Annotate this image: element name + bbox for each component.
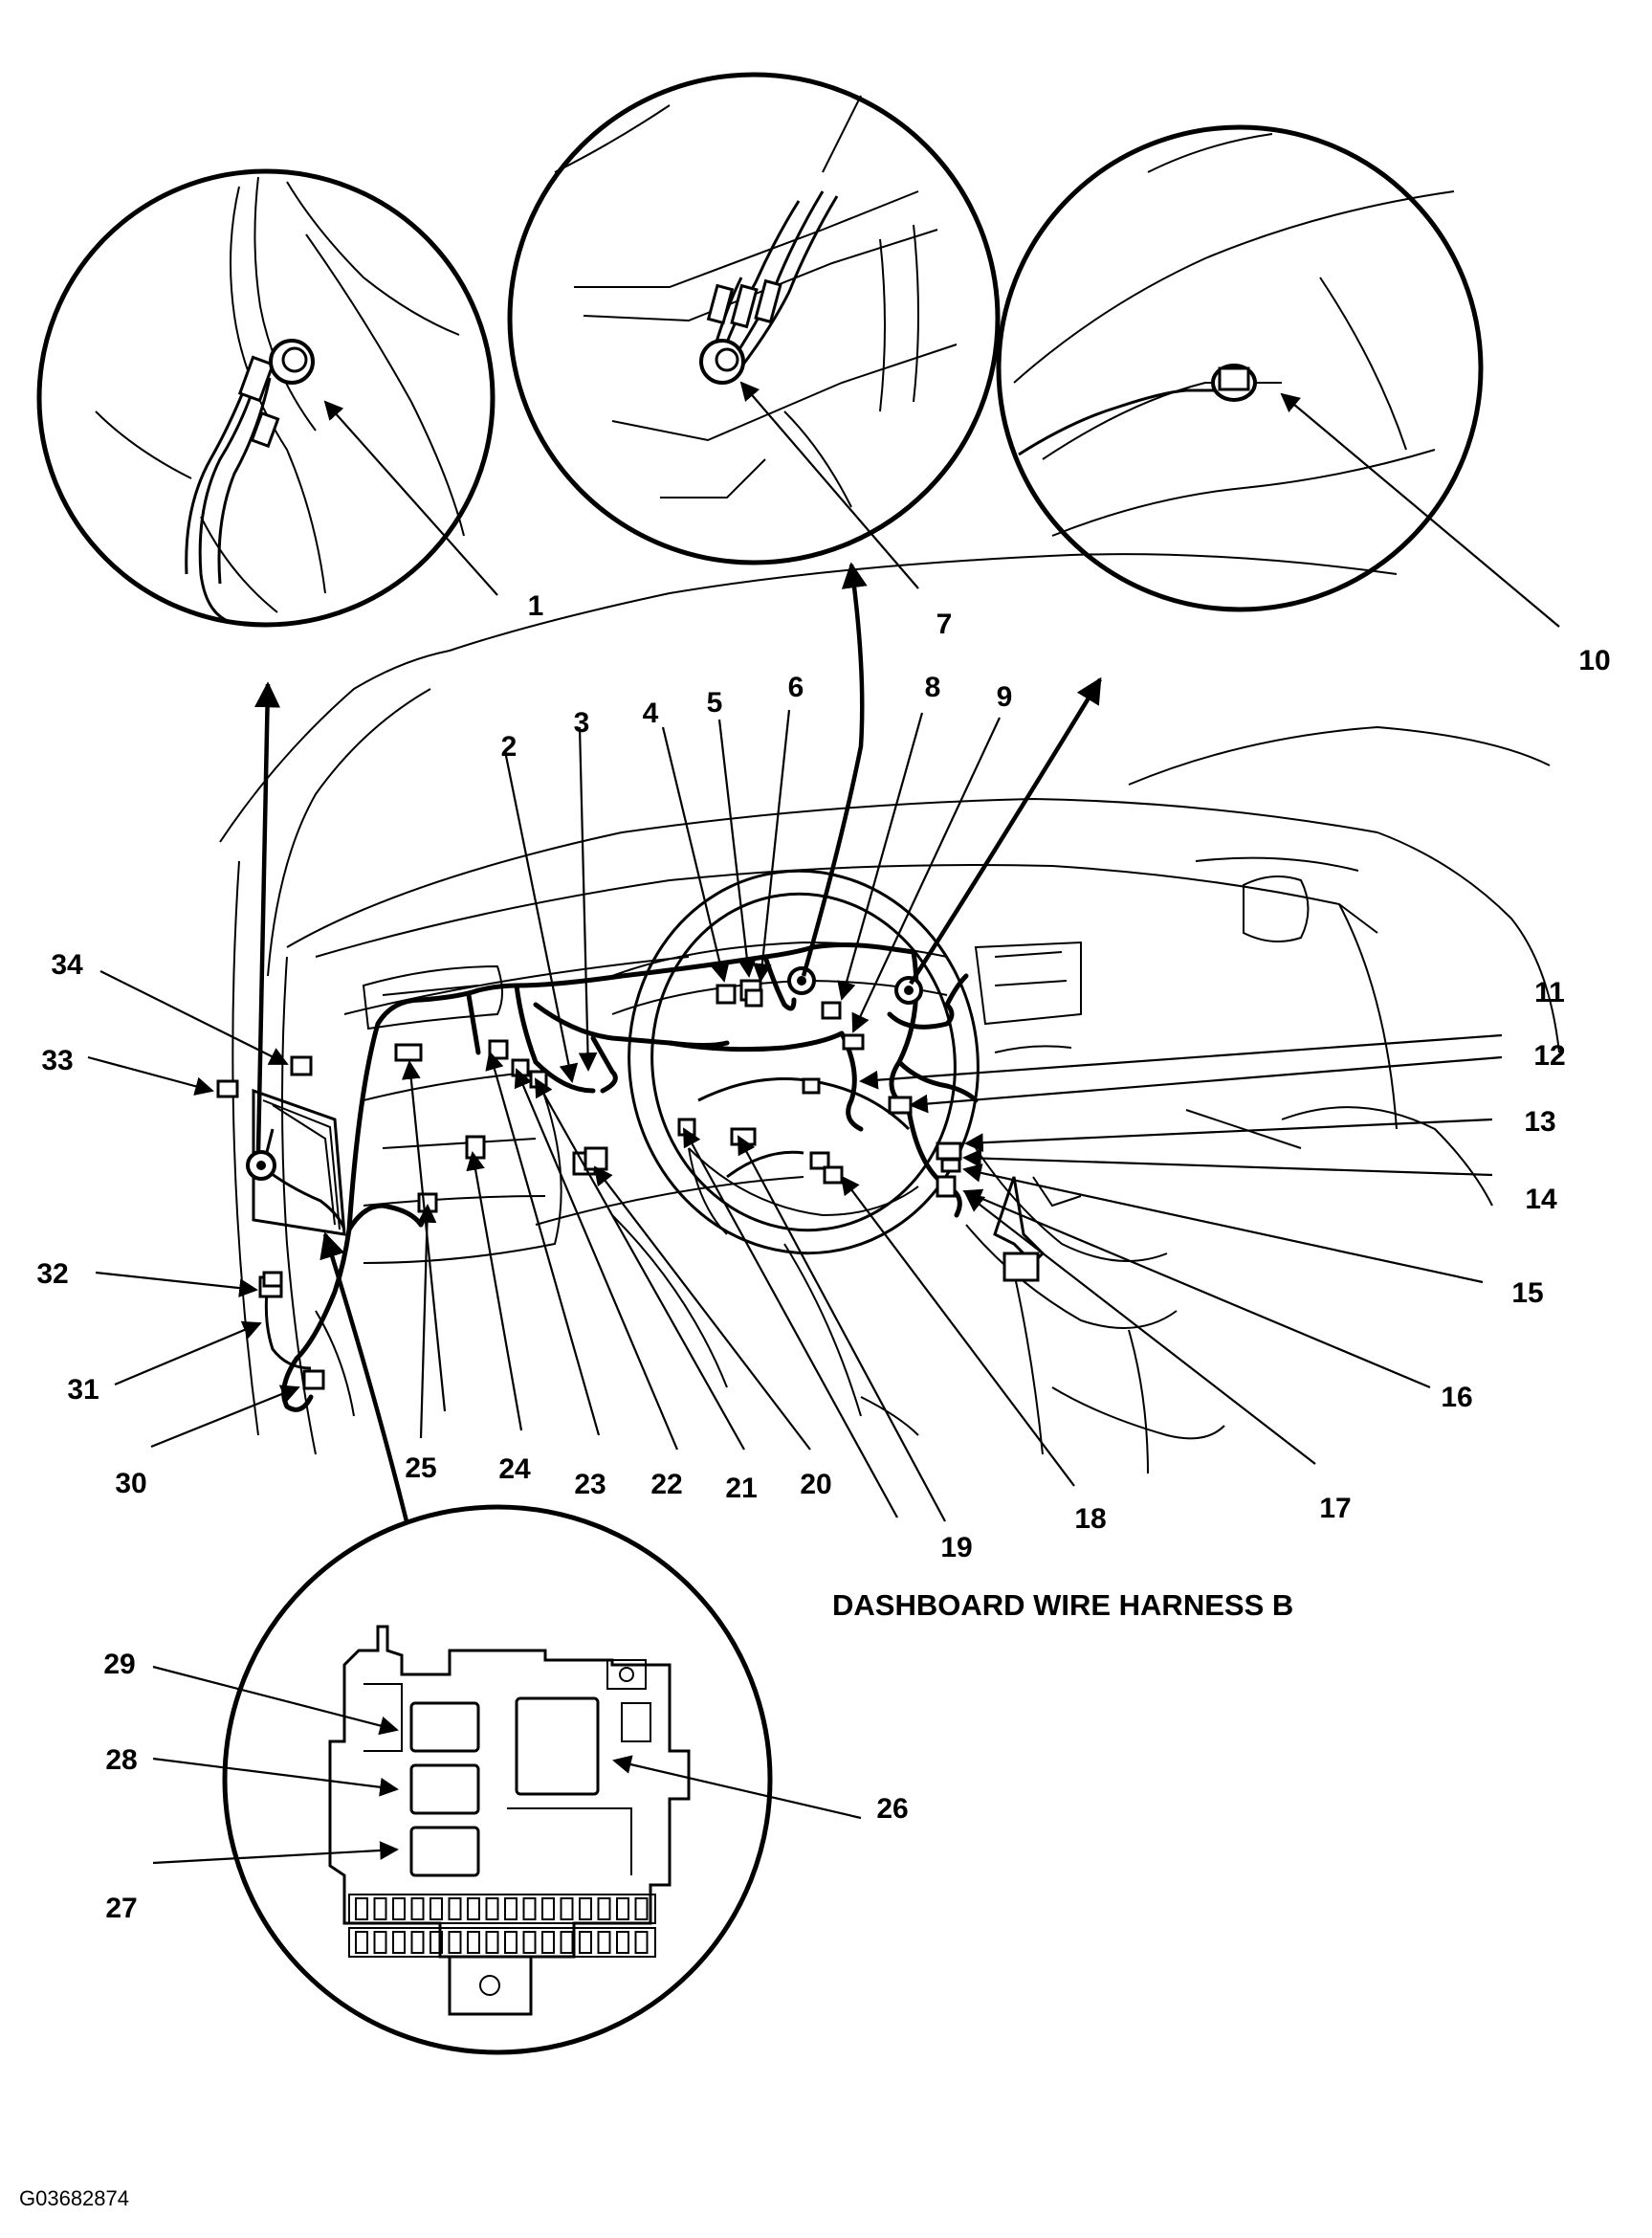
- callout-33: 33: [41, 1045, 73, 1076]
- callout-15: 15: [1511, 1277, 1543, 1309]
- callout-8: 8: [925, 672, 941, 703]
- callout-25: 25: [405, 1452, 436, 1484]
- fuse-slot: [467, 1931, 480, 1954]
- callout-1: 1: [528, 590, 544, 622]
- fuse-relay-box: [328, 1625, 691, 2016]
- callout-5: 5: [707, 687, 723, 719]
- leader-lines: [87, 381, 1560, 1865]
- callout-7: 7: [936, 609, 953, 640]
- callout-17: 17: [1319, 1493, 1351, 1524]
- fuse-slot: [467, 1897, 480, 1920]
- callout-26: 26: [876, 1793, 908, 1825]
- callout-29: 29: [103, 1649, 135, 1680]
- fuse-slot: [616, 1897, 629, 1920]
- fuse-slot: [485, 1931, 499, 1954]
- fuse-slot: [430, 1897, 443, 1920]
- callout-28: 28: [105, 1744, 137, 1776]
- fuse-slot: [634, 1931, 649, 1954]
- callout-24: 24: [498, 1453, 531, 1485]
- fuse-slot: [504, 1897, 518, 1920]
- detail-arrows: [254, 562, 1102, 1522]
- callout-23: 23: [574, 1469, 606, 1500]
- fuse-slot: [541, 1931, 555, 1954]
- callout-32: 32: [36, 1258, 68, 1290]
- callout-16: 16: [1441, 1382, 1472, 1413]
- fuse-slot: [485, 1897, 499, 1920]
- fuse-slot: [541, 1897, 555, 1920]
- shift-lever: [993, 1176, 1046, 1282]
- fuse-slot: [597, 1897, 611, 1920]
- callout-9: 9: [997, 681, 1013, 713]
- fuse-slot: [579, 1931, 592, 1954]
- callout-4: 4: [643, 698, 659, 729]
- callout-12: 12: [1533, 1040, 1565, 1072]
- dashboard-wire-harness-b: [281, 942, 979, 1412]
- fuse-slot: [560, 1931, 574, 1954]
- callout-6: 6: [788, 672, 804, 703]
- detail-circle-fusebox: [222, 1504, 773, 2055]
- callout-22: 22: [650, 1469, 682, 1500]
- fuse-slot: [560, 1897, 574, 1920]
- fuse-slot: [448, 1897, 462, 1920]
- fuse-slot: [373, 1931, 387, 1954]
- fuse-slot: [597, 1931, 611, 1954]
- fuse-slot: [355, 1931, 368, 1954]
- fuse-slot: [579, 1897, 592, 1920]
- fuse-slot: [373, 1897, 387, 1920]
- callout-19: 19: [940, 1532, 972, 1563]
- callout-20: 20: [800, 1469, 831, 1500]
- fuse-slot: [355, 1897, 368, 1920]
- fuse-slot: [504, 1931, 518, 1954]
- callout-30: 30: [115, 1468, 146, 1499]
- fuse-slot: [616, 1931, 629, 1954]
- callout-3: 3: [574, 707, 590, 739]
- callout-labels: 1 2 3 4 5 6 7 8 9 10 11 12 13 14 15 16 1…: [36, 590, 1610, 1924]
- detail-circle-7: [507, 72, 1001, 565]
- figure-id: G03682874: [19, 2186, 129, 2210]
- fuse-slot: [410, 1897, 425, 1920]
- callout-2: 2: [501, 731, 518, 763]
- fuse-slot: [430, 1931, 443, 1954]
- callout-14: 14: [1525, 1184, 1557, 1215]
- detail-circle-1: [36, 168, 496, 628]
- fuse-slot: [522, 1897, 537, 1920]
- fuse-slot: [410, 1931, 425, 1954]
- fuse-slot: [392, 1931, 406, 1954]
- callout-10: 10: [1578, 645, 1610, 676]
- steering-wheel: [628, 869, 980, 1255]
- dashboard-view: [216, 553, 1560, 1474]
- fuse-slot: [448, 1931, 462, 1954]
- detail-circle-10: [996, 124, 1484, 612]
- callout-27: 27: [105, 1893, 137, 1924]
- fuse-slot: [522, 1931, 537, 1954]
- callout-11: 11: [1534, 977, 1565, 1008]
- callout-34: 34: [51, 949, 83, 981]
- callout-31: 31: [67, 1374, 99, 1406]
- harness-title: DASHBOARD WIRE HARNESS B: [832, 1588, 1293, 1622]
- callout-21: 21: [725, 1473, 757, 1504]
- callout-13: 13: [1524, 1106, 1555, 1138]
- fuse-slot: [392, 1897, 406, 1920]
- callout-18: 18: [1074, 1503, 1106, 1535]
- fuse-slot: [634, 1897, 649, 1920]
